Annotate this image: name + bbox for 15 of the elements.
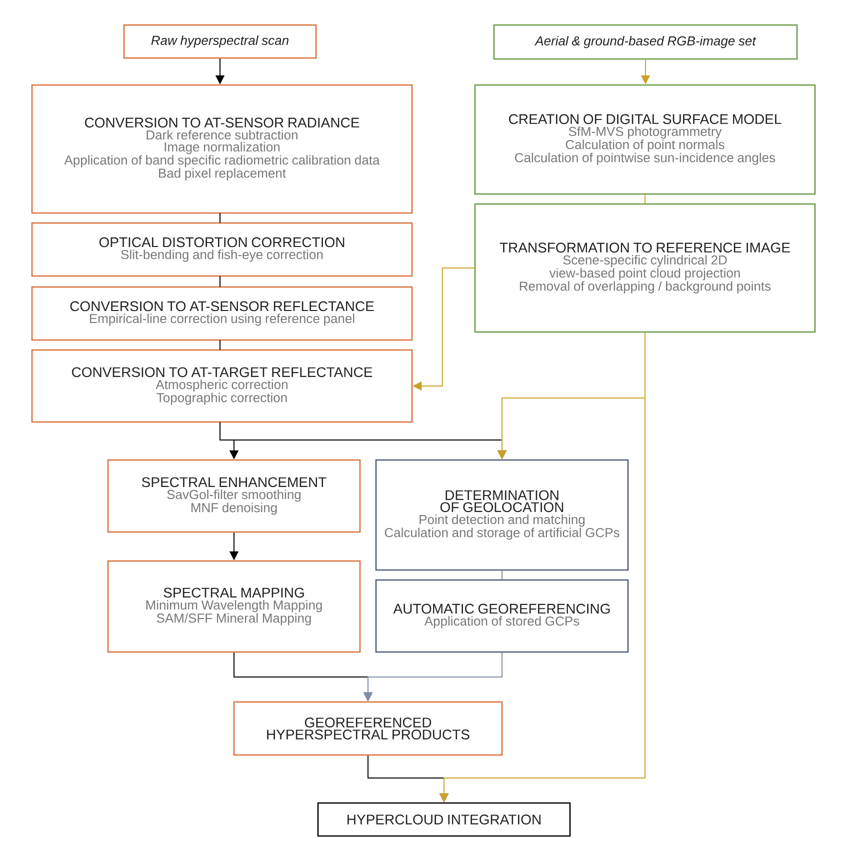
process-box: OPTICAL DISTORTION CORRECTION Slit-bending and fish-eye correction [31, 222, 413, 277]
connector-line [644, 194, 646, 204]
process-box: HYPERCLOUD INTEGRATION [317, 802, 571, 837]
input-box: Aerial & ground-based RGB-image set [493, 24, 798, 60]
process-box: CREATION OF DIGITAL SURFACE MODEL SfM-MVS photogrammetry Calculation of point normals Calculation of pointwise sun-incidence angles [474, 84, 816, 195]
input-box: Raw hyperspectral scan [123, 24, 317, 59]
process-box: SPECTRAL ENHANCEMENT SavGol-filter smoothing MNF denoising [107, 459, 361, 533]
process-box: TRANSFORMATION TO REFERENCE IMAGE Scene-specific cylindrical 2D view-based point cloud projection Removal of overlapping / background points [474, 203, 816, 333]
process-box: CONVERSION TO AT-SENSOR RADIANCE Dark reference subtraction Image normalization Application of band specific radiometric calibration data Bad pixel replacement [31, 84, 413, 214]
process-box: GEOREFERENCED HYPERSPECTRAL PRODUCTS [233, 701, 503, 756]
process-box: CONVERSION TO AT-SENSOR REFLECTANCE Empirical-line correction using reference panel [31, 286, 413, 341]
process-box: SPECTRAL MAPPING Minimum Wavelength Mapping SAM/SFF Mineral Mapping [107, 560, 361, 653]
process-box: AUTOMATIC GEOREFERENCING Application of stored GCPs [375, 579, 629, 653]
process-box: CONVERSION TO AT-TARGET REFLECTANCE Atmospheric correction Topographic correction [31, 349, 413, 423]
process-box: DETERMINATION OF GEOLOCATION Point detection and matching Calculation and storage of artificial GCPs [375, 459, 629, 571]
